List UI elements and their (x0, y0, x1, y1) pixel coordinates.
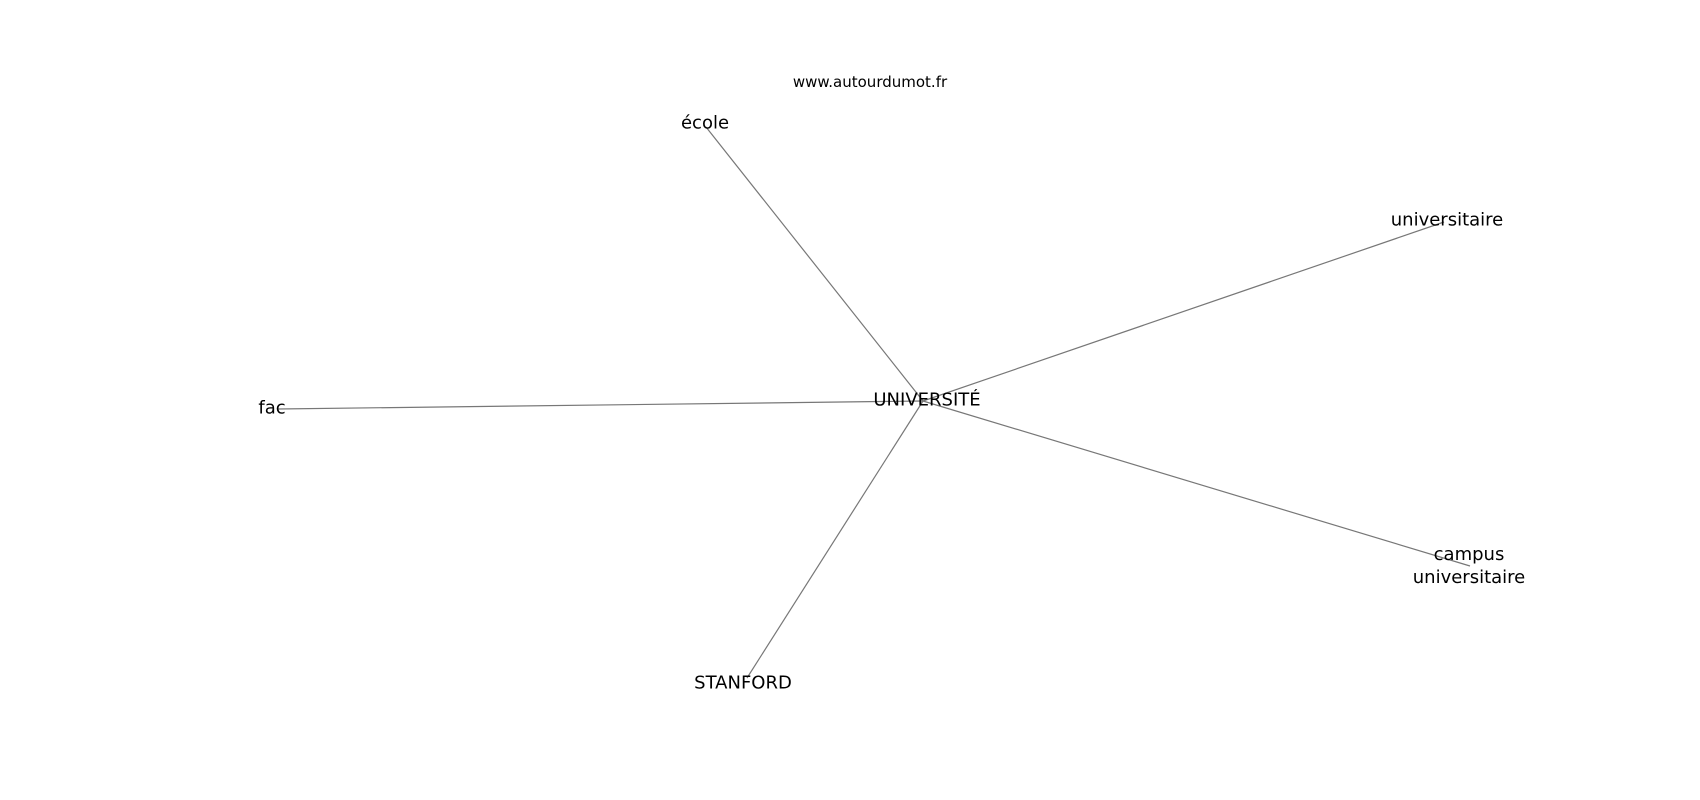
node-fac[interactable]: fac (258, 397, 286, 419)
edge-campus (922, 400, 1471, 567)
node-stanford[interactable]: STANFORD (694, 672, 792, 694)
node-ecole[interactable]: école (680, 112, 730, 134)
node-universite[interactable]: UNIVERSITÉ (873, 389, 981, 411)
node-campus-universitaire[interactable]: campus universitaire (1413, 543, 1526, 589)
edge-ecole (705, 126, 924, 402)
node-campus-line2: universitaire (1412, 567, 1526, 588)
edge-universitaire (922, 221, 1445, 402)
site-title: www.autourdumot.fr (792, 73, 948, 91)
edge-stanford (746, 400, 924, 679)
edge-fac (277, 400, 924, 410)
node-universitaire[interactable]: universitaire (1390, 209, 1504, 231)
node-campus-line1: campus (1433, 544, 1505, 565)
